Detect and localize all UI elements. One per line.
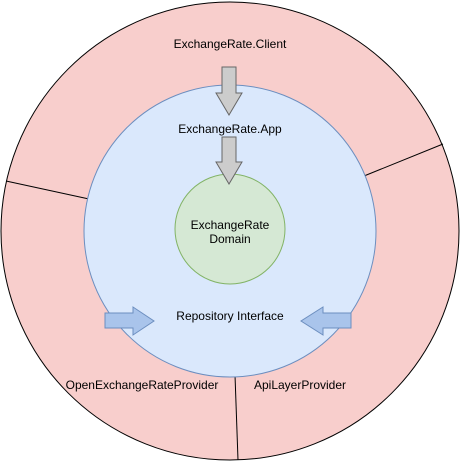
open-exchange-provider-arrow-icon	[104, 306, 155, 336]
app-layer-label: ExchangeRate.App	[178, 122, 282, 136]
open-exchange-rate-provider-label: OpenExchangeRateProvider	[65, 378, 219, 392]
client-to-app-arrow-icon	[215, 66, 243, 116]
domain-label-line2: Domain	[209, 232, 251, 246]
sector-divider-left	[5, 180, 90, 200]
domain-label-line1: ExchangeRate	[190, 218, 270, 232]
app-to-domain-arrow-icon	[215, 136, 243, 185]
sector-divider-right	[363, 143, 444, 177]
api-layer-provider-arrow-icon	[300, 306, 352, 336]
domain-layer-label: ExchangeRate Domain	[190, 218, 270, 246]
client-layer-label: ExchangeRate.Client	[173, 37, 287, 51]
sector-divider-bottom	[234, 374, 239, 461]
repository-interface-label: Repository Interface	[176, 309, 284, 323]
api-layer-provider-label: ApiLayerProvider	[253, 378, 347, 392]
